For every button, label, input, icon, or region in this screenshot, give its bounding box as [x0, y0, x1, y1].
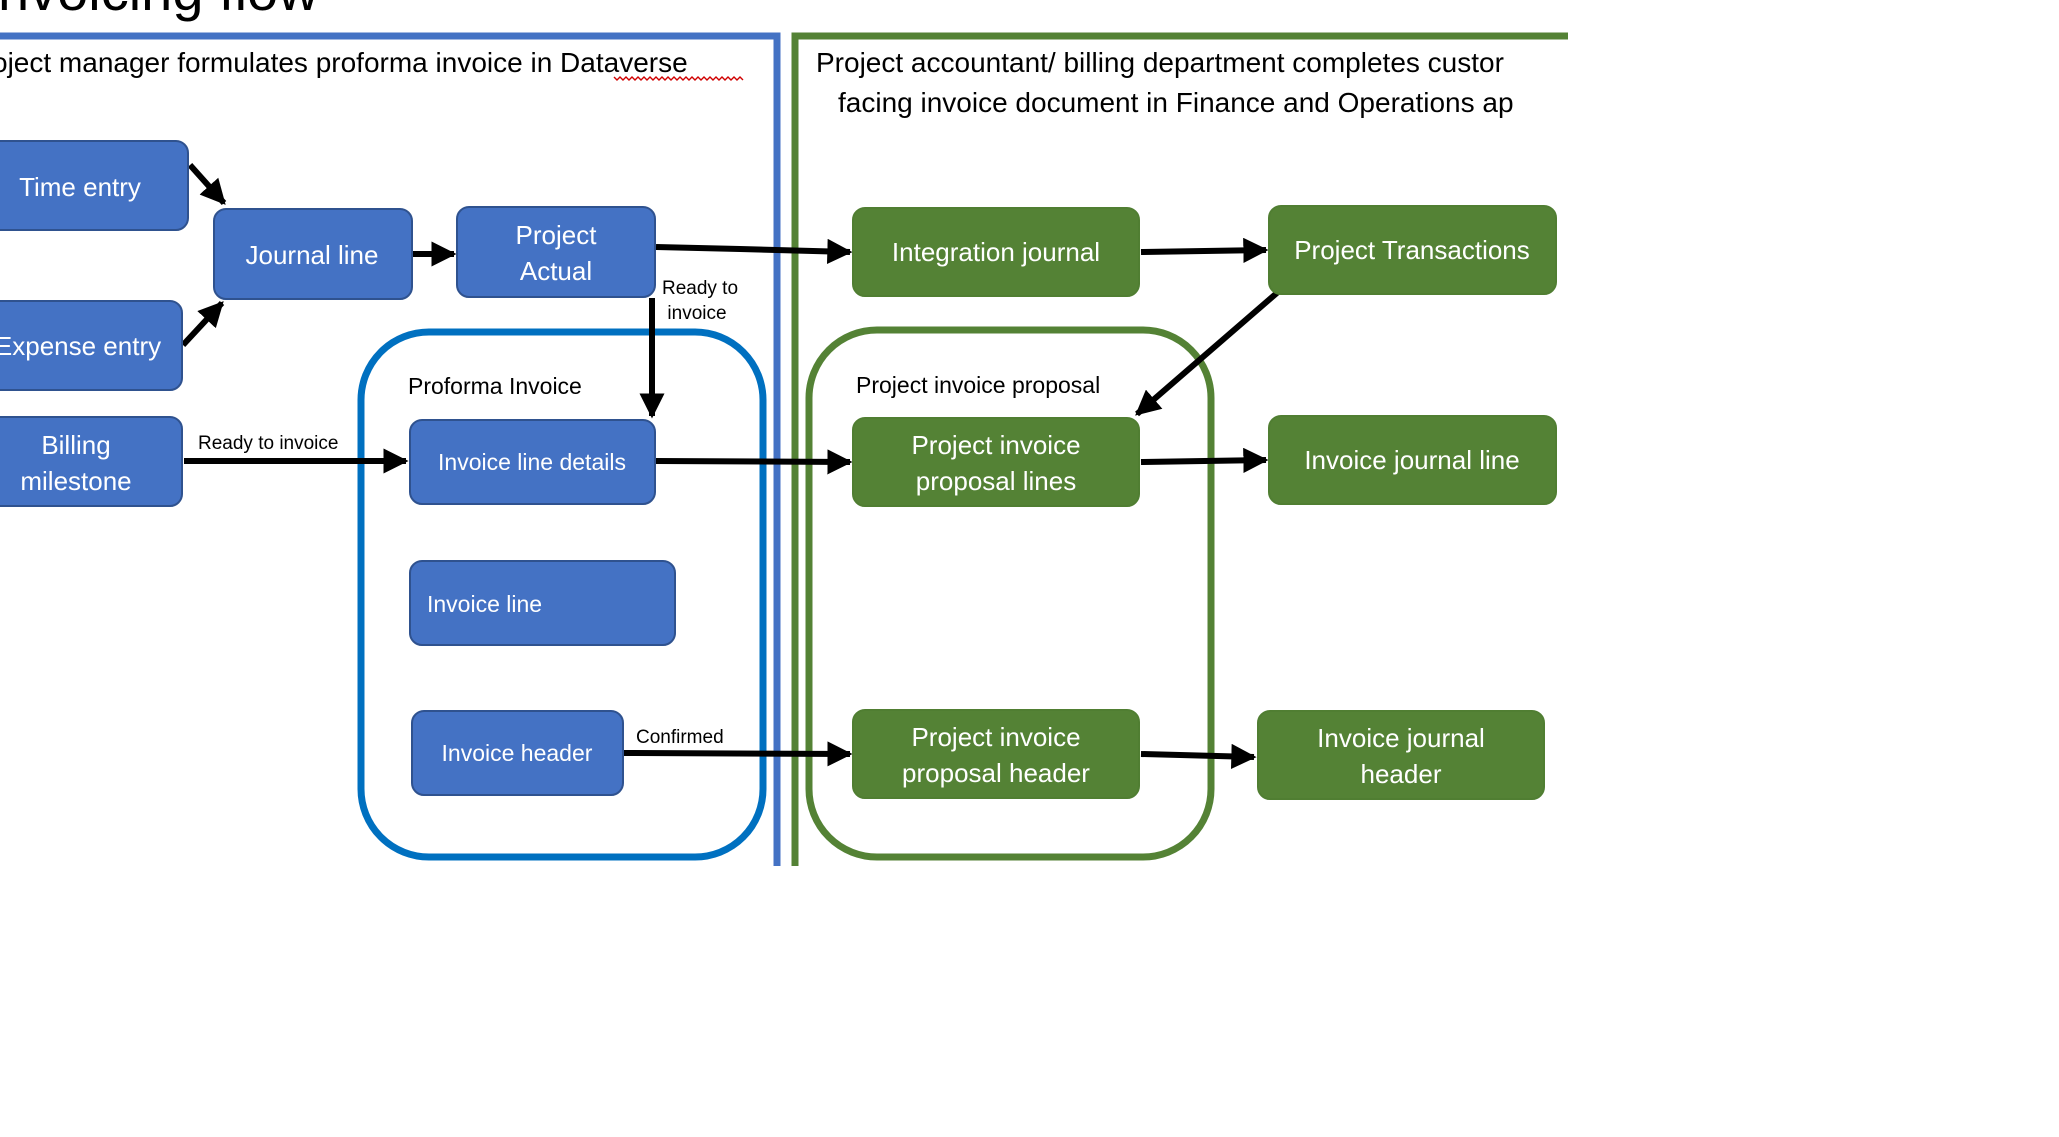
time-entry-box [0, 140, 189, 231]
project-actual-box [456, 206, 656, 298]
node-invoice-journal-header: Invoice journal header [1257, 710, 1545, 800]
proposal-header-label-line1: Project invoice [911, 722, 1080, 752]
invoice-journal-header-label-line2: header [1361, 759, 1442, 789]
project-invoice-proposal-label: Project invoice proposal [856, 372, 1100, 398]
invoice-journal-line-box [1268, 415, 1557, 505]
node-proposal-lines: Project invoice proposal lines [852, 417, 1140, 507]
project-transactions-box [1268, 205, 1557, 295]
diagram-stage: nvoicing flow oject manager formulates p… [0, 0, 1568, 866]
dataverse-section-border [0, 32, 781, 866]
node-billing-milestone: Billing milestone [0, 416, 183, 507]
invoice-journal-line-label: Invoice journal line [1304, 445, 1519, 475]
billing-milestone-label-line1: Billing [41, 430, 110, 460]
arrow-line-details-to-proposal-lines [655, 449, 853, 475]
node-project-transactions: Project Transactions [1268, 205, 1557, 295]
invoice-journal-header-box [1257, 710, 1545, 800]
invoice-journal-header-label-line1: Invoice journal [1317, 723, 1485, 753]
project-transactions-label: Project Transactions [1294, 235, 1530, 265]
node-time-entry: Time entry [0, 140, 189, 231]
node-proposal-header: Project invoice proposal header [852, 709, 1140, 799]
node-expense-entry: Expense entry [0, 300, 183, 391]
dataverse-header-underlined: Dataverse [560, 47, 688, 78]
node-journal-line: Journal line [213, 208, 413, 300]
proforma-invoice-label: Proforma Invoice [408, 373, 582, 399]
node-project-actual: Project Actual [456, 206, 656, 298]
node-invoice-line: Invoice line [409, 560, 676, 646]
project-actual-label-line2: Actual [520, 256, 592, 286]
expense-entry-label: Expense entry [0, 331, 161, 361]
finance-section-border [791, 32, 1568, 866]
proposal-header-box [852, 709, 1140, 799]
node-integration-journal: Integration journal [852, 207, 1140, 297]
confirmed-label: Confirmed [636, 727, 724, 748]
finance-section-header-line2: facing invoice document in Finance and O… [838, 87, 1514, 118]
proposal-lines-label-line1: Project invoice [911, 430, 1080, 460]
proposal-lines-box [852, 417, 1140, 507]
invoice-header-box [411, 710, 624, 796]
arrow-expense-to-journal [180, 300, 225, 348]
node-invoice-journal-line: Invoice journal line [1268, 415, 1557, 505]
project-invoice-proposal-group [805, 326, 1215, 861]
ready-to-invoice-label-line2: invoice [667, 303, 726, 324]
arrow-proposal-header-to-journal-header [1140, 743, 1257, 769]
invoice-header-label: Invoice header [442, 740, 593, 766]
arrow-transactions-to-proposal-lines [1135, 289, 1280, 417]
journal-line-label: Journal line [246, 240, 379, 270]
expense-entry-box [0, 300, 183, 391]
page-title: nvoicing flow [0, 0, 319, 22]
time-entry-label: Time entry [19, 172, 141, 202]
dataverse-section-header: oject manager formulates proforma invoic… [0, 47, 688, 78]
milestone-ready-label: Ready to invoice [198, 433, 338, 454]
invoice-line-details-label: Invoice line details [438, 449, 626, 475]
invoicing-flow-diagram: nvoicing flow oject manager formulates p… [0, 0, 1568, 866]
invoice-line-details-box [409, 419, 656, 505]
arrow-time-to-journal [187, 162, 227, 206]
integration-journal-box [852, 207, 1140, 297]
node-invoice-header: Invoice header [411, 710, 624, 796]
ready-to-invoice-label-line1: Ready to [662, 278, 738, 299]
node-invoice-line-details: Invoice line details [409, 419, 656, 505]
integration-journal-label: Integration journal [892, 237, 1100, 267]
arrow-proposal-lines-to-journal-line [1140, 447, 1269, 473]
proposal-lines-label-line2: proposal lines [916, 466, 1076, 496]
proposal-header-label-line2: proposal header [902, 758, 1090, 788]
arrow-actual-to-integration [655, 238, 853, 264]
invoice-line-label: Invoice line [427, 591, 542, 617]
finance-section-header-line1: Project accountant/ billing department c… [816, 47, 1504, 78]
journal-line-box [213, 208, 413, 300]
project-actual-label-line1: Project [516, 220, 598, 250]
arrow-header-to-proposal-header [623, 741, 853, 767]
proforma-invoice-group [357, 328, 767, 861]
arrow-integration-to-transactions [1140, 237, 1269, 263]
billing-milestone-box [0, 416, 183, 507]
spellcheck-squiggle [613, 76, 744, 81]
dataverse-header-text: oject manager formulates proforma invoic… [0, 47, 560, 78]
invoice-line-box [409, 560, 676, 646]
billing-milestone-label-line2: milestone [20, 466, 131, 496]
